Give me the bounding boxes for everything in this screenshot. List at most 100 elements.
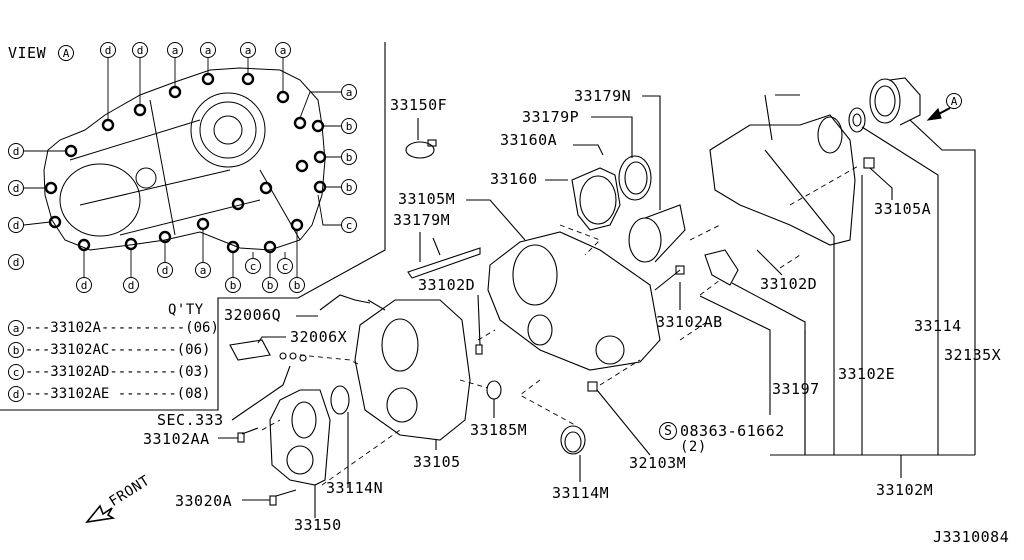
part-label-33102AB[interactable]: 33102AB [656, 313, 723, 331]
part-label-33102M[interactable]: 33102M [876, 481, 934, 499]
legend-qty: (08) [176, 386, 211, 402]
view-a-label: VIEW [8, 44, 47, 62]
part-label-sec333[interactable]: SEC.333 [157, 411, 224, 429]
qty-header: Q'TY [168, 302, 204, 318]
case-33105M [466, 199, 661, 371]
cup-33179N [628, 95, 686, 263]
part-label-33020A[interactable]: 33020A [175, 492, 233, 510]
part-label-33197[interactable]: 33197 [772, 380, 820, 398]
sleeve-32135X [869, 77, 976, 455]
clamp-33150F [405, 118, 437, 159]
bolt-callout: d [8, 180, 24, 196]
part-label-33105A[interactable]: 33105A [874, 200, 932, 218]
leader-sec333 [231, 365, 291, 421]
legend-callout: a [8, 320, 24, 336]
assembly-dashed-lines [261, 164, 861, 486]
legend-part: 33102AC [50, 342, 110, 358]
bolt-callout: c [277, 258, 293, 274]
legend-qty: (03) [176, 364, 211, 380]
bolt-callout: d [123, 277, 139, 293]
part-label-32006Q[interactable]: 32006Q [224, 306, 282, 324]
part-label-32006X[interactable]: 32006X [290, 328, 348, 346]
bolt-callout: d [100, 42, 116, 58]
part-label-32135X[interactable]: 32135X [944, 346, 1002, 364]
leader-08363 [699, 295, 771, 415]
part-label-08363-61662[interactable]: 08363-61662 [680, 422, 785, 440]
qty-legend-row: d---33102AE -------(08) [8, 386, 210, 402]
part-label-33114N[interactable]: 33114N [326, 479, 384, 497]
sensor-32006X [229, 336, 286, 361]
bolt-callout: a [240, 42, 256, 58]
bolt-callout: b [341, 118, 357, 134]
bolt-callout: d [132, 42, 148, 58]
part-label-33160A[interactable]: 33160A [500, 131, 558, 149]
bolt-callout: a [275, 42, 291, 58]
legend-part: 33102A [50, 320, 101, 336]
part-label-33179P[interactable]: 33179P [522, 108, 580, 126]
bolt-callout: d [8, 254, 24, 270]
bolt-callout: b [225, 277, 241, 293]
bolt-callout: b [341, 179, 357, 195]
qty-legend-row: b---33102AC--------(06) [8, 342, 210, 358]
part-label-33185M[interactable]: 33185M [470, 421, 528, 439]
bolt-callout: d [8, 217, 24, 233]
part-label-33150F[interactable]: 33150F [390, 96, 448, 114]
plug-33105A [863, 157, 893, 200]
part-label-33102E[interactable]: 33102E [838, 365, 896, 383]
standard-part-symbol: S [659, 422, 677, 440]
qty-legend-row: a---33102A----------(06) [8, 320, 219, 336]
leader-33102E [764, 149, 835, 455]
part-label-33102D-right[interactable]: 33102D [760, 275, 818, 293]
bolt-callout: d [8, 143, 24, 159]
part-label-33150[interactable]: 33150 [294, 516, 342, 534]
legend-part: 33102AE [50, 386, 110, 402]
view-a-callout: A [58, 45, 74, 61]
plug-32103M [587, 381, 651, 456]
bolt-callout: d [157, 262, 173, 278]
bolt-callout: a [167, 42, 183, 58]
view-a-bolts [44, 72, 327, 254]
view-a-leaders [23, 58, 341, 277]
diagram-id: J3310084 [933, 528, 1010, 546]
front-arrow-icon [85, 504, 116, 524]
bolt-33102AA [218, 427, 259, 443]
part-label-33105M[interactable]: 33105M [398, 190, 456, 208]
part-label-33179M[interactable]: 33179M [393, 211, 451, 229]
seal-33114N [330, 385, 350, 488]
part-label-33102D-left[interactable]: 33102D [418, 276, 476, 294]
pin-33102D-left [475, 294, 483, 355]
seal-33179P [591, 116, 652, 201]
part-label-33179N[interactable]: 33179N [574, 87, 632, 105]
part-label-33114[interactable]: 33114 [914, 317, 962, 335]
legend-qty: (06) [185, 320, 219, 336]
sensor-oring [279, 352, 287, 360]
bolt-callout: d [76, 277, 92, 293]
view-a-housing [43, 67, 326, 251]
standard-part-qty: (2) [680, 439, 707, 455]
part-label-33102AA[interactable]: 33102AA [143, 430, 210, 448]
bolt-callout: a [200, 42, 216, 58]
bracket-33102M [770, 175, 975, 478]
part-label-32103M[interactable]: 32103M [629, 454, 687, 472]
part-label-33160[interactable]: 33160 [490, 170, 538, 188]
fork-33179M [407, 232, 481, 279]
bolt-callout: a [195, 262, 211, 278]
seal-33185M [486, 380, 502, 418]
view-a-arrow [926, 107, 951, 121]
sensor-32006Q [296, 294, 386, 317]
bolt-callout: b [341, 149, 357, 165]
bolt-callout: b [289, 277, 305, 293]
part-label-33114M[interactable]: 33114M [552, 484, 610, 502]
legend-callout: b [8, 342, 24, 358]
legend-callout: c [8, 364, 24, 380]
view-a-panel-border [0, 42, 386, 411]
legend-qty: (06) [176, 342, 211, 358]
bolt-callout: b [262, 277, 278, 293]
pin-33102D-right [756, 249, 783, 276]
legend-callout: d [8, 386, 24, 402]
part-label-33105[interactable]: 33105 [413, 453, 461, 471]
seal-33114M [560, 425, 586, 482]
bolt-33020A [242, 489, 297, 506]
